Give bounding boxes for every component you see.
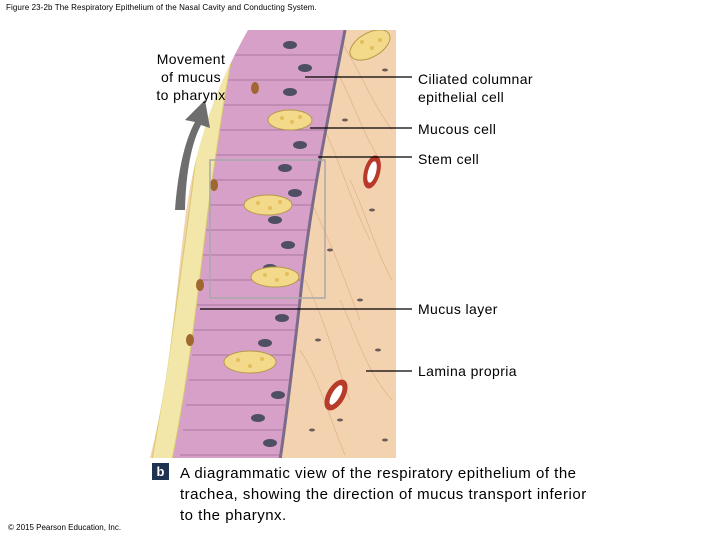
- blood-vessel-upper: [363, 155, 381, 189]
- blood-vessel-lower: [324, 379, 348, 411]
- label-ciliated-line-1: Ciliated columnar: [418, 71, 533, 87]
- label-ciliated-columnar: Ciliated columnar epithelial cell: [418, 70, 533, 106]
- label-mucous-cell: Mucous cell: [418, 121, 497, 137]
- panel-letter-badge: b: [152, 463, 169, 480]
- label-lamina-propria: Lamina propria: [418, 363, 517, 379]
- inset-box: [209, 159, 326, 299]
- movement-arrow-icon: [175, 100, 210, 210]
- label-movement-line-3: to pharynx: [156, 87, 226, 103]
- copyright-notice: © 2015 Pearson Education, Inc.: [8, 523, 122, 532]
- label-movement-of-mucus: Movement of mucus to pharynx: [146, 50, 236, 104]
- figure-title: Figure 23-2b The Respiratory Epithelium …: [6, 3, 317, 12]
- figure-caption: A diagrammatic view of the respiratory e…: [180, 465, 587, 524]
- label-ciliated-line-2: epithelial cell: [418, 89, 505, 105]
- label-movement-line-1: Movement: [156, 51, 226, 67]
- label-stem-cell: Stem cell: [418, 151, 480, 167]
- label-movement-line-2: of mucus: [161, 69, 221, 85]
- label-mucus-layer: Mucus layer: [418, 301, 498, 317]
